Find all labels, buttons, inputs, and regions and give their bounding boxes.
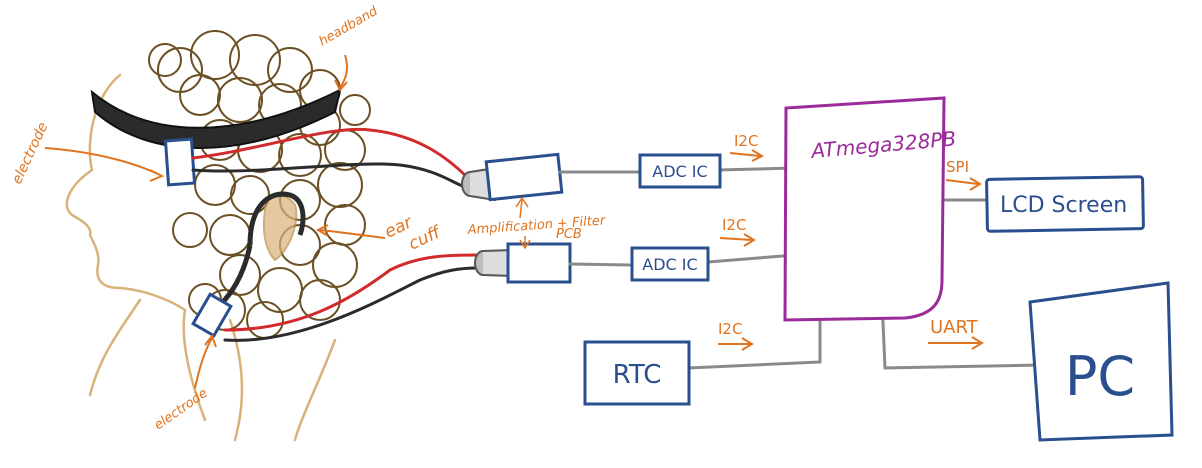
arrow-electrode-bottom <box>194 333 217 389</box>
wire-red-top <box>191 127 470 180</box>
electrode-top-label: electrode <box>9 120 51 187</box>
wire-red-bottom <box>223 253 480 332</box>
adc-ic-top-block: ADC IC <box>638 153 722 189</box>
bus-annotations: I2C I2C I2C SPI UART <box>718 132 984 351</box>
lcd-screen-block: LCD Screen <box>985 175 1145 233</box>
amp-filter-pcb-top <box>461 152 564 202</box>
wire-mcu-to-pc <box>880 298 1042 370</box>
ear-cuff <box>247 191 306 246</box>
adc-ic-top-label: ADC IC <box>652 162 707 181</box>
arrow-headband <box>334 54 349 92</box>
rtc-block: RTC <box>583 340 691 406</box>
wire-black-top <box>191 162 470 190</box>
amp-filter-label-2: PCB <box>556 227 582 242</box>
arrow-uart <box>928 336 984 350</box>
arrow-amp-up <box>515 196 529 219</box>
i2c-rtc-label: I2C <box>718 320 742 338</box>
arrow-i2c-bottom <box>719 233 756 247</box>
ear <box>262 195 298 262</box>
uart-label: UART <box>930 317 979 338</box>
wire-adc-to-mcu-top <box>716 166 797 172</box>
head-illustration <box>65 30 371 442</box>
headband <box>90 88 342 149</box>
electrode-wires <box>191 127 480 342</box>
electrode-top <box>163 137 197 187</box>
i2c-bottom-label: I2C <box>722 216 746 234</box>
wire-adc-to-mcu-bottom <box>706 253 797 264</box>
face-outline <box>65 73 337 442</box>
spi-label: SPI <box>946 158 969 176</box>
adc-ic-bottom-label: ADC IC <box>642 255 697 274</box>
arrow-ear-cuff <box>315 224 386 239</box>
wire-black-bottom <box>223 266 480 342</box>
wire-pcb-to-adc-bottom <box>568 262 632 267</box>
headband-label: headband <box>317 4 382 50</box>
arrow-spi <box>945 177 982 191</box>
arrow-amp-down <box>519 236 531 250</box>
lcd-screen-label: LCD Screen <box>1000 193 1127 218</box>
arrow-electrode-top <box>44 147 165 182</box>
amp-filter-label-1: Amplification + Filter <box>466 213 607 238</box>
i2c-top-label: I2C <box>734 132 758 150</box>
mcu-block: ATmega328PB <box>783 96 957 322</box>
pc-block: PC <box>1028 281 1174 442</box>
electrode-bottom <box>191 292 233 338</box>
pc-label: PC <box>1065 345 1135 408</box>
rtc-label: RTC <box>613 360 662 390</box>
amp-filter-pcb-bottom <box>474 242 572 284</box>
adc-ic-bottom-block: ADC IC <box>630 246 710 282</box>
arrow-i2c-top <box>729 149 765 162</box>
arrow-i2c-rtc <box>718 337 754 351</box>
